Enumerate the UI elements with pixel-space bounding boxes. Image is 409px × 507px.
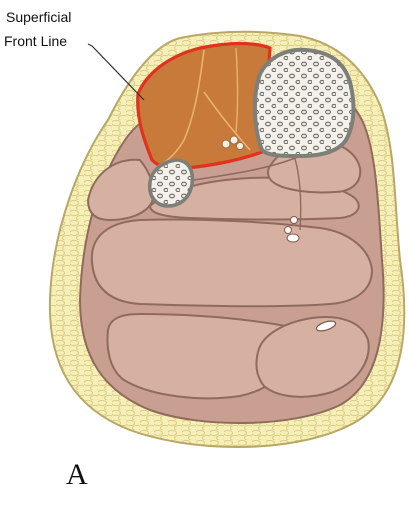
- posterior-muscle-large: [92, 219, 372, 306]
- tibia-bone: [255, 50, 354, 156]
- leader-line: [88, 44, 144, 100]
- panel-label: A: [66, 458, 88, 492]
- annotation-label-line1: Superficial: [6, 8, 71, 26]
- annotation-label-line2: Front Line: [4, 32, 67, 50]
